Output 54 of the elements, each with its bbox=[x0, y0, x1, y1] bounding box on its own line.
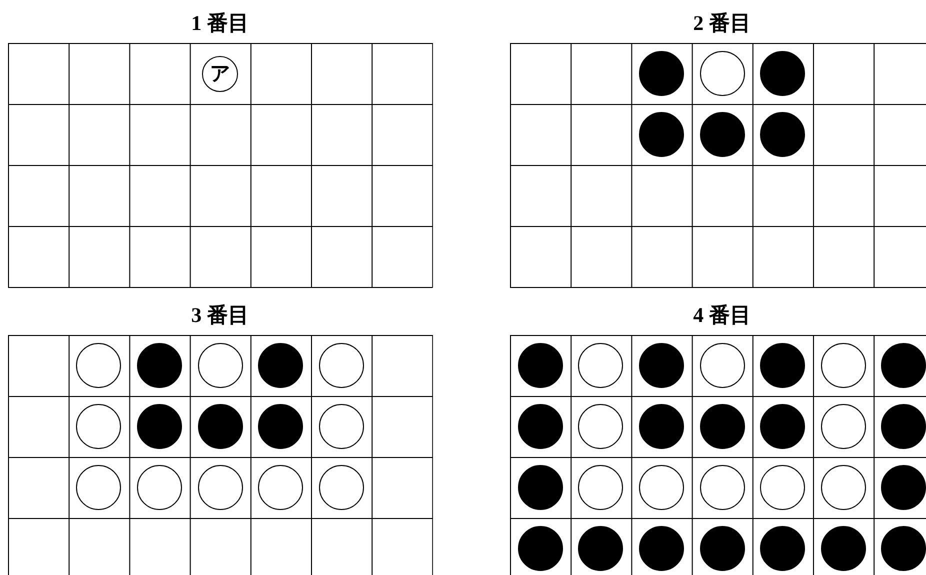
game-stone bbox=[639, 112, 684, 157]
game-stone bbox=[137, 404, 182, 449]
game-stone bbox=[700, 343, 745, 388]
game-stone bbox=[700, 51, 745, 96]
game-stone bbox=[318, 465, 364, 510]
game-stone bbox=[639, 526, 684, 571]
game-stone bbox=[76, 465, 122, 510]
game-stone bbox=[881, 343, 926, 388]
game-stone bbox=[881, 465, 926, 510]
game-stone bbox=[137, 343, 182, 388]
game-stone bbox=[578, 404, 624, 449]
game-stone bbox=[700, 404, 745, 449]
board-title: 4 番目 bbox=[692, 302, 752, 328]
game-stone bbox=[881, 404, 926, 449]
game-stone bbox=[518, 465, 563, 510]
game-stone bbox=[198, 465, 243, 510]
game-stone bbox=[578, 343, 624, 388]
game-stone bbox=[518, 526, 563, 571]
game-stone bbox=[578, 465, 624, 510]
game-stone bbox=[258, 465, 304, 510]
game-stone bbox=[760, 526, 806, 571]
board-title: 3 番目 bbox=[190, 302, 250, 328]
game-stone bbox=[578, 526, 624, 571]
game-stone bbox=[820, 404, 866, 449]
circled-marker: ア bbox=[202, 56, 238, 92]
game-stone bbox=[137, 465, 182, 510]
game-stone bbox=[198, 343, 243, 388]
game-stone bbox=[76, 343, 122, 388]
game-stone bbox=[639, 51, 684, 96]
game-stone bbox=[760, 404, 806, 449]
game-stone bbox=[639, 343, 684, 388]
game-stone bbox=[760, 112, 806, 157]
game-stone bbox=[820, 526, 866, 571]
board-title: 1 番目 bbox=[190, 10, 250, 36]
game-stone bbox=[700, 112, 745, 157]
game-stone bbox=[700, 465, 745, 510]
game-stone bbox=[639, 465, 684, 510]
game-stone bbox=[76, 404, 122, 449]
game-stone bbox=[881, 526, 926, 571]
game-stone bbox=[639, 404, 684, 449]
game-stone bbox=[198, 404, 243, 449]
board-title: 2 番目 bbox=[692, 10, 752, 36]
game-stone bbox=[700, 526, 745, 571]
game-stone bbox=[318, 404, 364, 449]
game-stone bbox=[760, 343, 806, 388]
game-stone bbox=[258, 343, 304, 388]
game-stone bbox=[820, 465, 866, 510]
game-stone bbox=[518, 404, 563, 449]
game-stone bbox=[760, 465, 806, 510]
game-stone bbox=[518, 343, 563, 388]
game-stone bbox=[258, 404, 304, 449]
game-stone bbox=[760, 51, 806, 96]
game-stone bbox=[820, 343, 866, 388]
game-stone bbox=[318, 343, 364, 388]
